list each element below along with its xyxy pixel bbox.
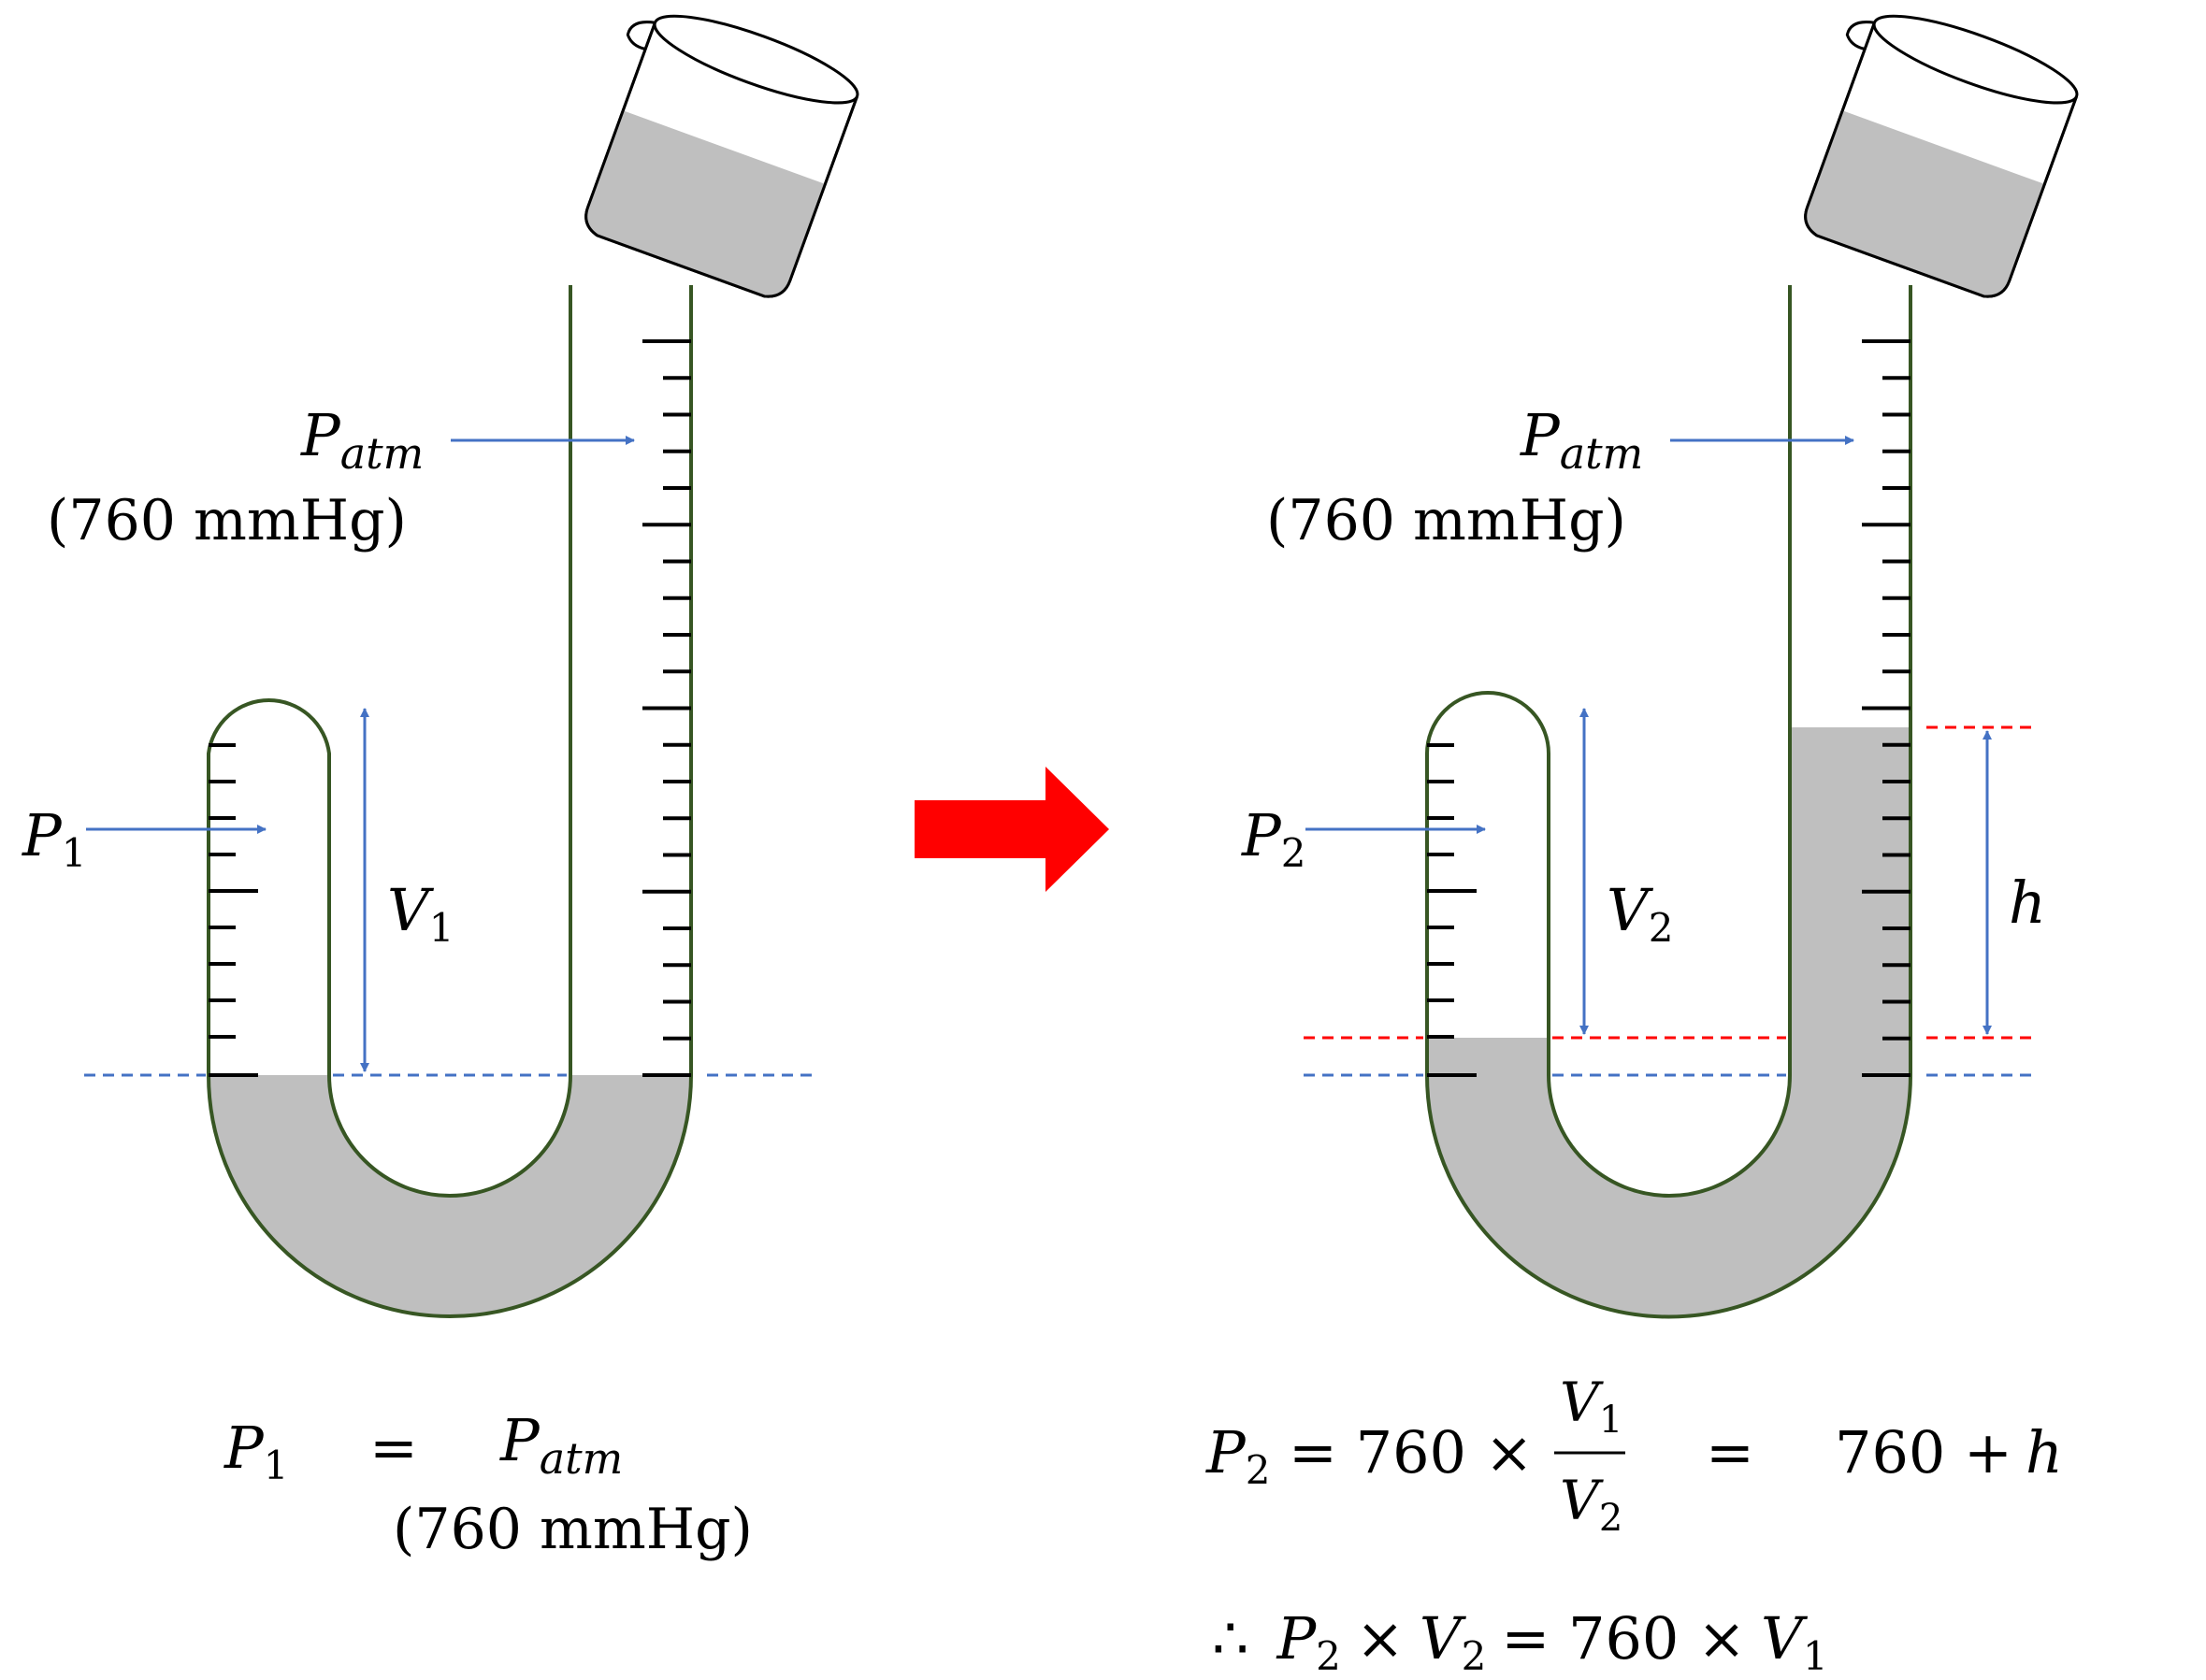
right-beaker <box>1804 14 2079 298</box>
right-j-tube <box>1425 285 1912 1319</box>
right-eq1-rhs: 760 +h <box>1835 1418 2063 1486</box>
right-eq1-mid: = 760 × <box>1289 1418 1534 1486</box>
left-equation-rhs: Patm <box>499 1406 623 1484</box>
left-equation-value: (760 mmHg) <box>393 1497 753 1562</box>
right-patm-label: Patm <box>1520 401 1643 479</box>
right-v2-label: V2 <box>1607 876 1674 951</box>
right-mercury <box>1427 727 1910 1317</box>
right-eq1-frac-num: V1 <box>1560 1371 1622 1442</box>
right-h-label: h <box>2009 869 2046 937</box>
left-long-arm-scale <box>642 339 691 1077</box>
left-panel: P1 Patm (760 mmHg) V1 P1 = Patm (760 mmH… <box>22 14 859 1562</box>
left-patm-label: Patm <box>300 401 424 479</box>
right-long-arm-scale <box>1862 339 1910 1077</box>
right-patm-value: (760 mmHg) <box>1266 488 1626 553</box>
left-short-arm-scale <box>209 743 258 1077</box>
left-patm-value: (760 mmHg) <box>47 488 407 553</box>
right-eq2: ∴P2×V2= 760 ×V1 <box>1212 1604 1828 1679</box>
right-eq1-lhs: P2 <box>1205 1418 1270 1493</box>
right-p2-label: P2 <box>1241 801 1305 876</box>
right-short-arm-scale <box>1427 743 1477 1077</box>
right-level-line-new <box>1304 725 2037 1040</box>
right-eq1-frac-den: V2 <box>1560 1469 1622 1540</box>
left-equation-lhs: P1 <box>223 1414 288 1488</box>
right-panel: P2 Patm (760 mmHg) V2 h P2 = 760 × V1 V2 <box>1205 14 2079 1679</box>
left-j-tube <box>207 285 693 1318</box>
left-beaker <box>584 14 859 298</box>
right-eq1-eq2: = <box>1706 1418 1754 1486</box>
transition-arrow <box>915 767 1109 892</box>
left-equation-eq: = <box>369 1414 418 1482</box>
left-v1-label: V1 <box>387 876 454 951</box>
left-p1-label: P1 <box>22 801 86 876</box>
